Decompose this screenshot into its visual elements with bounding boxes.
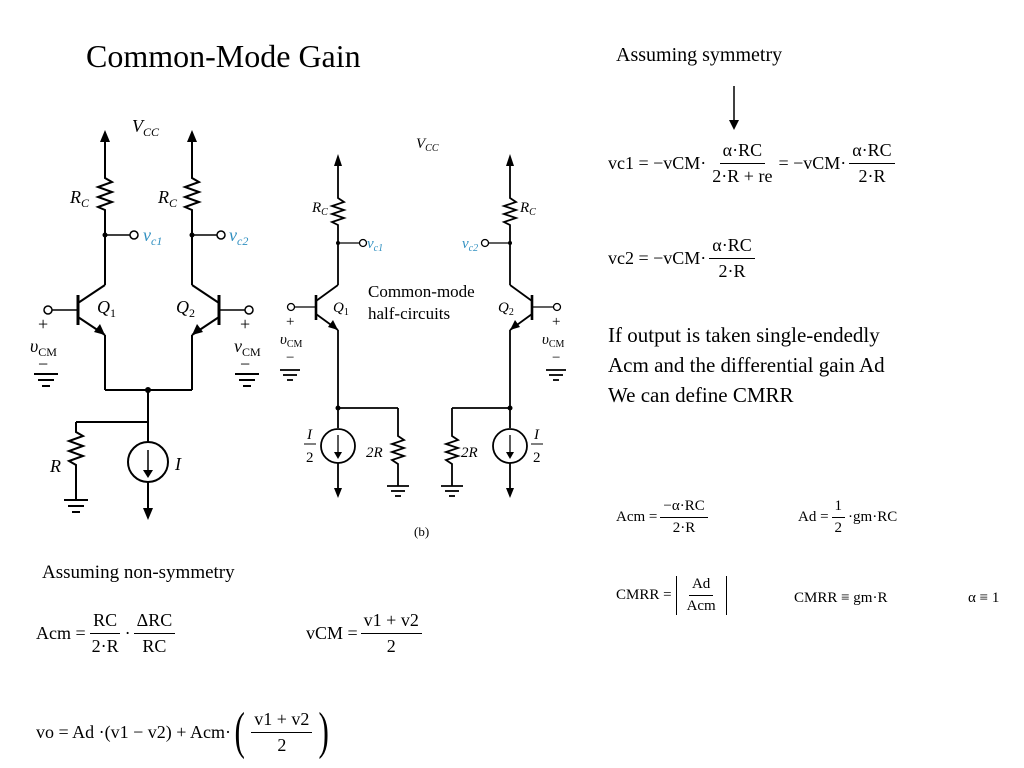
svg-text:Q2: Q2 <box>498 300 514 318</box>
svg-text:Q1: Q1 <box>333 300 349 318</box>
svg-text:+: + <box>240 314 250 334</box>
half-circuit-label: Common-mode half-circuits <box>368 282 475 323</box>
differential-pair-circuit: VCC RC RC vc1 vc2 Q1 Q2 R I υCM vCM + − … <box>30 116 261 520</box>
svg-text:Q1: Q1 <box>97 297 116 320</box>
svg-text:Q2: Q2 <box>176 297 195 320</box>
svg-text:RC: RC <box>519 200 536 218</box>
svg-text:2R: 2R <box>366 445 383 461</box>
svg-text:2: 2 <box>306 450 314 466</box>
svg-text:VCC: VCC <box>416 136 439 154</box>
svg-text:−: − <box>286 350 294 366</box>
vcc-label: VCC <box>132 116 160 139</box>
svg-text:I: I <box>533 427 540 443</box>
cmrr-approx-equation: CMRR ≡ gm·R <box>794 590 888 606</box>
svg-text:RC: RC <box>311 200 328 218</box>
svg-text:vc1: vc1 <box>367 236 383 254</box>
svg-text:−: − <box>38 354 48 374</box>
svg-text:RC: RC <box>69 187 90 210</box>
svg-text:−: − <box>240 354 250 374</box>
svg-text:2R: 2R <box>461 445 478 461</box>
svg-text:+: + <box>38 314 48 334</box>
svg-text:+: + <box>552 314 560 330</box>
assuming-symmetry-label: Assuming symmetry <box>616 44 783 66</box>
svg-text:(b): (b) <box>414 524 429 539</box>
alpha-approx-equation: α ≡ 1 <box>968 590 1000 606</box>
svg-text:υCM: υCM <box>280 332 303 350</box>
svg-text:vc1: vc1 <box>143 225 162 248</box>
assuming-non-symmetry-label: Assuming non-symmetry <box>42 562 235 583</box>
svg-text:2: 2 <box>533 450 541 466</box>
svg-text:I: I <box>306 427 313 443</box>
svg-text:RC: RC <box>157 187 178 210</box>
cmrr-explanation: If output is taken single-endedly Acm an… <box>608 323 885 407</box>
svg-text:υCM: υCM <box>542 332 565 350</box>
svg-text:+: + <box>286 314 294 330</box>
svg-text:vc2: vc2 <box>229 225 248 248</box>
slide-title: Common-Mode Gain <box>86 38 361 74</box>
svg-text:−: − <box>552 350 560 366</box>
svg-text:vc2: vc2 <box>462 236 478 254</box>
down-arrow-icon <box>729 86 739 130</box>
half-circuits-diagram: VCC RC RC vc1 vc2 Q1 Q2 υCM υCM 2R 2R I … <box>280 136 566 539</box>
svg-text:R: R <box>49 456 61 476</box>
svg-text:I: I <box>174 454 182 474</box>
